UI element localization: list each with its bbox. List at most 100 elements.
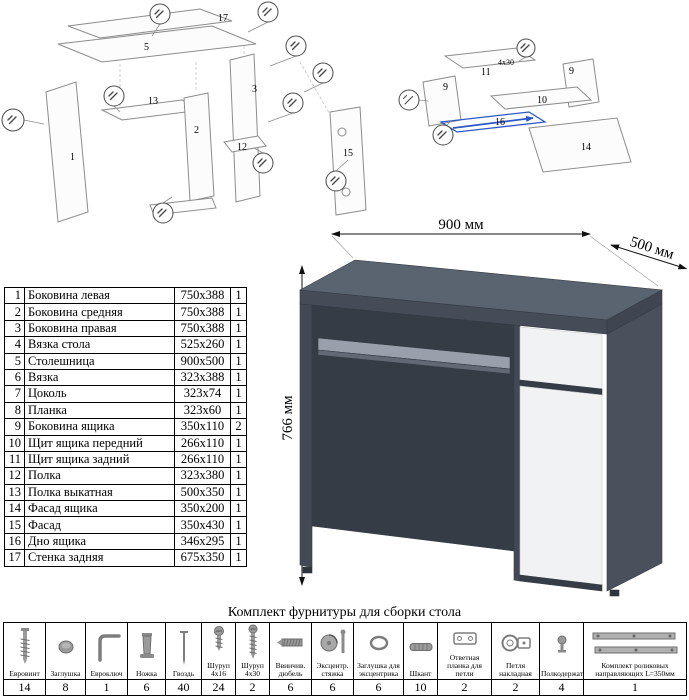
part-name: Фасад ящика [24,500,175,518]
part-number: 2 [4,303,25,321]
depth-dimension-label: 500 мм [628,234,676,263]
part-label-11: 11 [481,67,491,78]
hardware-name: Петля накладная [499,661,532,679]
part-number: 16 [4,532,25,551]
part-qty: 1 [230,336,247,354]
part-shelf [223,135,267,153]
part-name: Боковина средняя [24,303,175,321]
width-dimension-label: 900 мм [438,218,484,233]
part-number: 12 [4,467,25,485]
part-size: 750x388 [174,303,231,321]
desk-foot [302,566,313,574]
part-qty: 1 [230,352,247,370]
part-number: 3 [4,319,25,338]
part-qty: 1 [230,368,247,387]
part-qty: 2 [230,418,247,436]
hardware-table: Евровинт Заглушка Евроключ Ножка [3,622,687,696]
part-label-3: 3 [252,84,257,95]
part-drawer-front [489,86,593,110]
exploded-drawer-diagram: 11 9 9 10 16 14 4х30 [398,38,632,173]
part-name: Щит ящика передний [24,434,175,452]
part-name: Щит ящика задний [24,450,175,469]
hardware-name: Полкодержатель [541,669,584,679]
hardware-qty: 24 [201,679,236,696]
part-qty: 1 [230,549,247,567]
part-size: 350x430 [174,516,231,534]
part-label-15: 15 [343,148,353,159]
part-qty: 1 [230,516,247,534]
part-number: 9 [4,418,25,436]
hardware-name: Ножка [135,669,158,679]
part-qty: 1 [230,532,247,551]
hinge-icon [493,624,538,662]
part-drawer-bottom [439,111,547,133]
part-label-14: 14 [581,142,591,153]
part-number: 13 [4,483,25,502]
part-size: 323x388 [174,368,231,387]
hardware-qty: 1 [85,679,128,696]
hardware-qty: 6 [311,679,354,696]
confirmat-screw-icon [5,624,44,670]
part-size: 266x110 [174,450,231,469]
part-size: 323x74 [174,385,231,403]
hinge-cup [341,187,351,197]
part-qty: 1 [230,434,247,452]
part-number: 6 [4,368,25,387]
hardware-kit-title: Комплект фурнитуры для сборки стола [227,605,462,620]
hardware-name: Евровинт [9,669,40,679]
part-number: 10 [4,434,25,452]
hardware-qty: 2 [491,679,540,696]
part-number: 5 [4,352,25,370]
part-name: Стенка задняя [24,549,175,567]
part-label-13: 13 [148,96,158,107]
hardware-qty: 2 [437,679,492,696]
nail-icon [167,624,200,670]
part-size: 900x500 [174,352,231,370]
part-qty: 1 [230,319,247,338]
part-qty: 1 [230,483,247,502]
part-size: 750x388 [174,319,231,338]
part-size: 350x110 [174,418,231,436]
part-name: Вязка [24,368,175,387]
part-name: Цоколь [24,385,175,403]
part-name: Полка выкатная [24,483,175,502]
part-size: 266x110 [174,434,231,452]
part-qty: 1 [230,401,247,420]
screw-dowel-icon [271,624,310,662]
cam-cap-icon [355,624,402,662]
part-number: 8 [4,401,25,420]
part-right-side-panel [229,53,261,203]
cap-icon [47,624,84,670]
hardware-name: Гвоздь [172,669,195,679]
part-drawer-back [443,47,537,69]
hardware-name: Ввинчив. дюбель [275,661,306,679]
hardware-qty: 40 [165,679,202,696]
part-qty: 1 [230,467,247,485]
desk-right-panel [606,303,663,592]
hardware-name: Шуруп 4x16 [207,661,230,679]
part-drawer-facade [528,117,632,173]
insert-direction-arrow [452,115,534,129]
part-name: Планка [24,401,175,420]
part-size: 323x380 [174,467,231,485]
part-number: 7 [4,385,25,403]
hardware-name: Комплект роликовых направляющих L=350мм [595,661,675,679]
part-left-side-panel [45,81,89,223]
desk-foot [609,589,620,597]
hardware-qty: 14 [3,679,46,696]
hardware-qty: 10 [403,679,438,696]
part-qty: 1 [230,286,247,305]
part-name: Боковина правая [24,319,175,338]
